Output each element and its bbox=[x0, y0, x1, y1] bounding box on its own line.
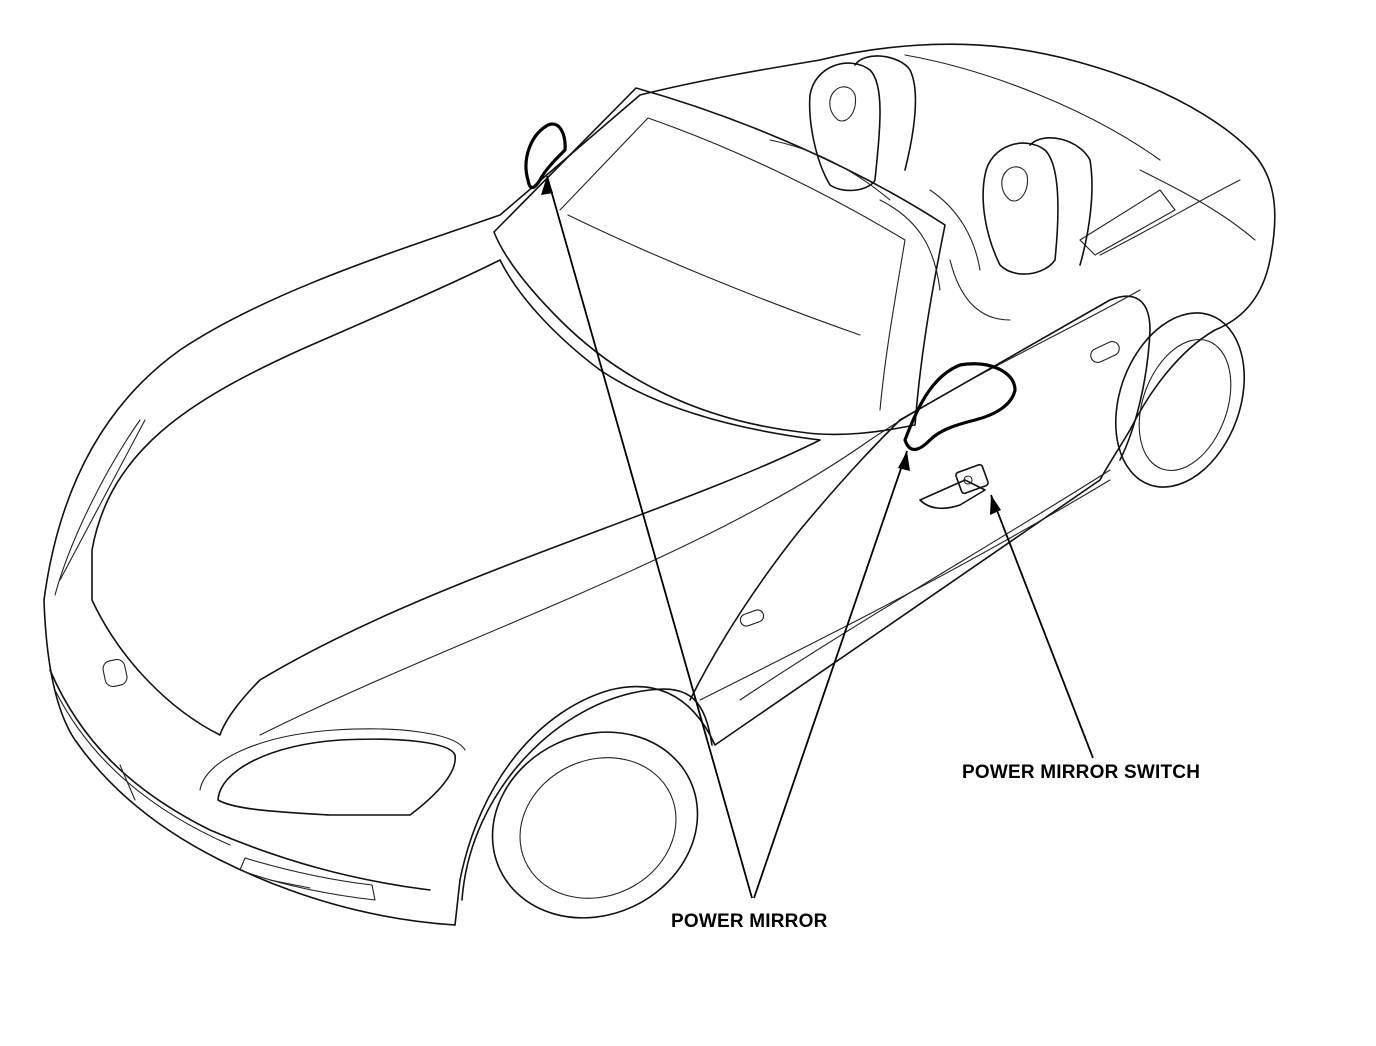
power-mirror-label: POWER MIRROR bbox=[671, 911, 828, 932]
seats bbox=[769, 55, 1093, 321]
power-mirror-left bbox=[524, 122, 567, 190]
leader-power-mirror-switch bbox=[990, 494, 1094, 759]
windshield bbox=[493, 87, 946, 436]
power-mirror-switch-label: POWER MIRROR SWITCH bbox=[962, 762, 1201, 783]
power-mirror-right bbox=[903, 362, 1017, 451]
car-body bbox=[43, 43, 1276, 926]
leader-power-mirror bbox=[541, 175, 910, 899]
power-mirror-switch bbox=[919, 463, 989, 510]
